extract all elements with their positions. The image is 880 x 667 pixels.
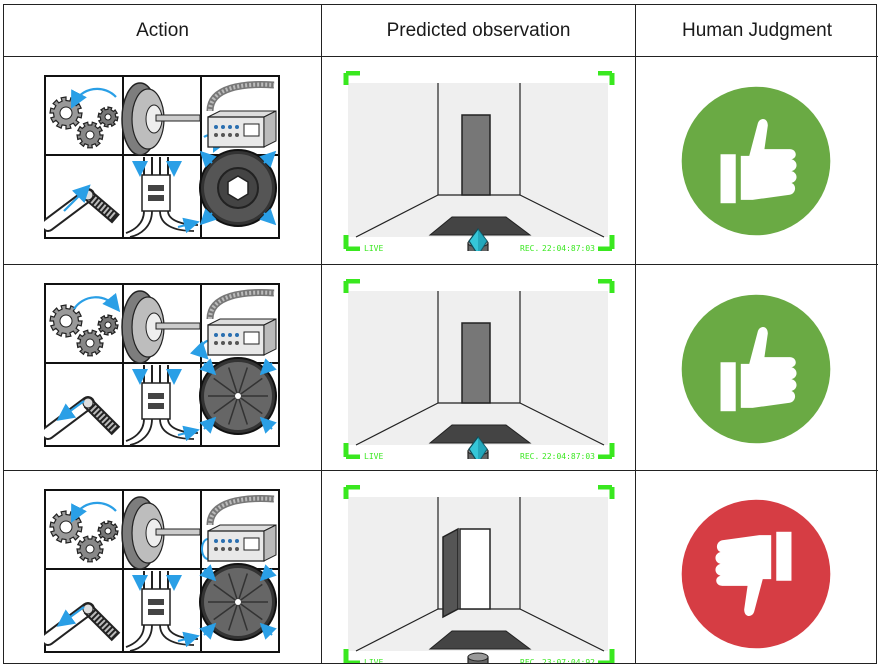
action-illustration [44,489,280,653]
live-label: LIVE [364,658,383,663]
gears-icon [49,87,119,149]
bolt-tightening-icon [121,496,223,570]
live-label: LIVE [364,452,383,459]
rec-timestamp: 23:07:04:92 [542,658,595,663]
robot-arm-icon [44,602,121,646]
crystal-icon [468,436,488,459]
observation-cell-1: LIVE REC. 22:04:87:03 [322,57,636,265]
thumbs-up-icon [681,294,831,444]
camera-feed: LIVE REC. 22:04:87:03 [343,71,615,251]
control-box-icon [206,495,277,562]
rec-timestamp: 22:04:87:03 [542,244,595,251]
gears-icon [49,292,121,357]
gears-icon [49,501,119,563]
rec-label: REC. [520,244,539,251]
action-illustration [44,75,280,239]
header-human-judgment: Human Judgment [636,5,878,57]
relay-switch-icon [125,365,200,446]
action-cell-2 [4,265,322,471]
header-action: Action [4,5,322,57]
bolt-tightening-icon [121,82,229,156]
action-cell-3 [4,471,322,663]
fan-aperture-icon [199,357,277,435]
rec-label: REC. [520,452,539,459]
control-box-icon [206,81,277,148]
fan-aperture-icon [199,563,277,641]
control-box-icon [206,289,277,356]
observation-cell-3: LIVE REC. 23:07:04:92 [322,471,636,663]
fan-aperture-icon [199,149,277,227]
judgment-cell-2 [636,265,878,471]
relay-switch-icon [125,157,200,238]
rec-label: REC. [520,658,539,663]
thumbs-up-icon [681,86,831,236]
rec-timestamp: 22:04:87:03 [542,452,595,459]
robot-arm-icon [44,396,121,440]
live-label: LIVE [364,244,383,251]
comparison-table: Action Predicted observation Human Judgm… [3,4,878,664]
bolt-tightening-icon [121,290,217,364]
action-illustration [44,283,280,447]
action-cell-1 [4,57,322,265]
camera-feed: LIVE REC. 22:04:87:03 [343,279,615,459]
observation-cell-2: LIVE REC. 22:04:87:03 [322,265,636,471]
camera-feed: LIVE REC. 23:07:04:92 [343,485,615,663]
relay-switch-icon [125,571,200,652]
judgment-cell-1 [636,57,878,265]
robot-arm-icon [44,184,120,232]
thumbs-down-icon [681,499,831,649]
judgment-cell-3 [636,471,878,663]
header-predicted-observation: Predicted observation [322,5,636,57]
crystal-icon [468,228,488,251]
